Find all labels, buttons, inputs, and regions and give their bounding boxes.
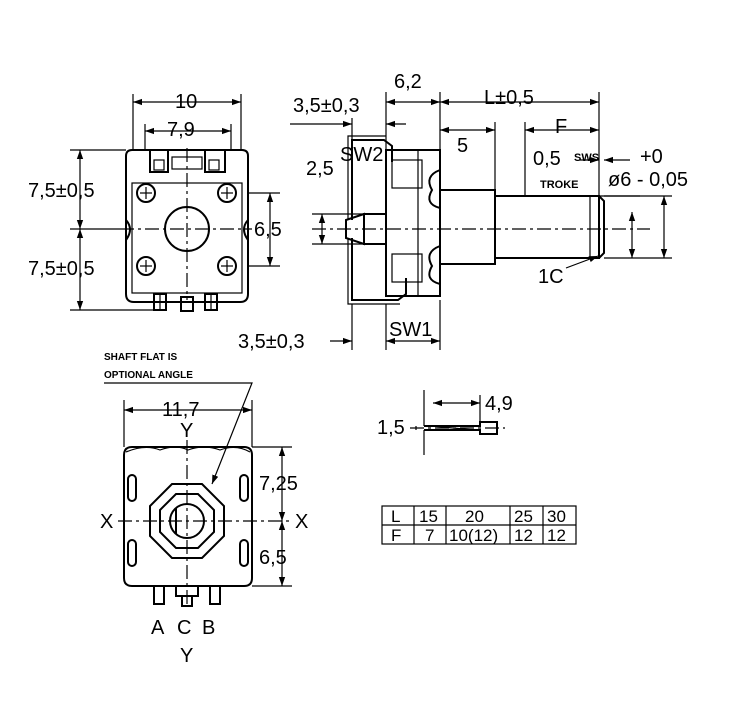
dim-lower-height: 6,5	[259, 547, 287, 569]
dim-height-lower: 7,5±0,5	[28, 258, 95, 280]
label-sw1: SW1	[389, 319, 432, 341]
dim-switch-offset-top: 3,5±0,3	[293, 95, 360, 117]
pin-label-a: A	[151, 617, 165, 639]
dim-height-upper: 7,5±0,5	[28, 180, 95, 202]
label-sw2: SW2	[340, 144, 383, 166]
label-troke: TROKE	[540, 179, 579, 191]
dim-upper-height: 7,25	[259, 473, 298, 495]
note-line-1: SHAFT FLAT IS	[104, 352, 177, 363]
side-view	[290, 92, 672, 350]
dim-shaft-diameter: ø6 - 0,05	[608, 169, 688, 191]
note-line-2: OPTIONAL ANGLE	[104, 370, 193, 381]
dim-chamfer: 1C	[538, 266, 564, 288]
dim-width-outer: 10	[175, 91, 197, 113]
dim-switch-offset-bottom: 3,5±0,3	[238, 331, 305, 353]
dim-pin-length: 4,9	[485, 393, 513, 415]
dim-pin-height: 1,5	[377, 417, 405, 439]
dim-body-depth: 6,2	[394, 71, 422, 93]
bottom-view	[104, 382, 292, 608]
dim-tolerance-upper: +0	[640, 146, 663, 168]
dim-shaft-length: L±0,5	[484, 87, 534, 109]
dim-stroke-value: 0,5	[533, 148, 561, 170]
front-view	[70, 94, 280, 312]
label-sws: SWS	[574, 152, 599, 164]
axis-x-right: X	[295, 511, 308, 533]
dim-switch-height: 2,5	[306, 158, 334, 180]
table-f-12b: 12	[547, 526, 566, 545]
table-f-7: 7	[425, 526, 434, 545]
table-l-30: 30	[547, 507, 566, 526]
axis-y-top: Y	[180, 420, 193, 442]
table-l-15: 15	[419, 507, 438, 526]
table-f-label: F	[391, 526, 401, 545]
table-f-12a: 12	[514, 526, 533, 545]
dim-flat-length: F	[555, 116, 567, 138]
dim-shaft-pitch: 6,5	[254, 219, 282, 241]
table-l-20: 20	[465, 507, 484, 526]
table-l-label: L	[391, 507, 400, 526]
pin-detail	[410, 390, 505, 455]
pin-label-b: B	[202, 617, 215, 639]
table-l-25: 25	[514, 507, 533, 526]
dim-bushing: 5	[457, 135, 468, 157]
axis-x-left: X	[100, 511, 113, 533]
table-f-10-12: 10(12)	[449, 526, 498, 545]
axis-y-bottom: Y	[180, 645, 193, 667]
pin-label-c: C	[177, 617, 191, 639]
dim-width-inner: 7,9	[167, 119, 195, 141]
dim-bottom-width: 11,7	[162, 399, 199, 421]
length-table	[381, 505, 577, 545]
